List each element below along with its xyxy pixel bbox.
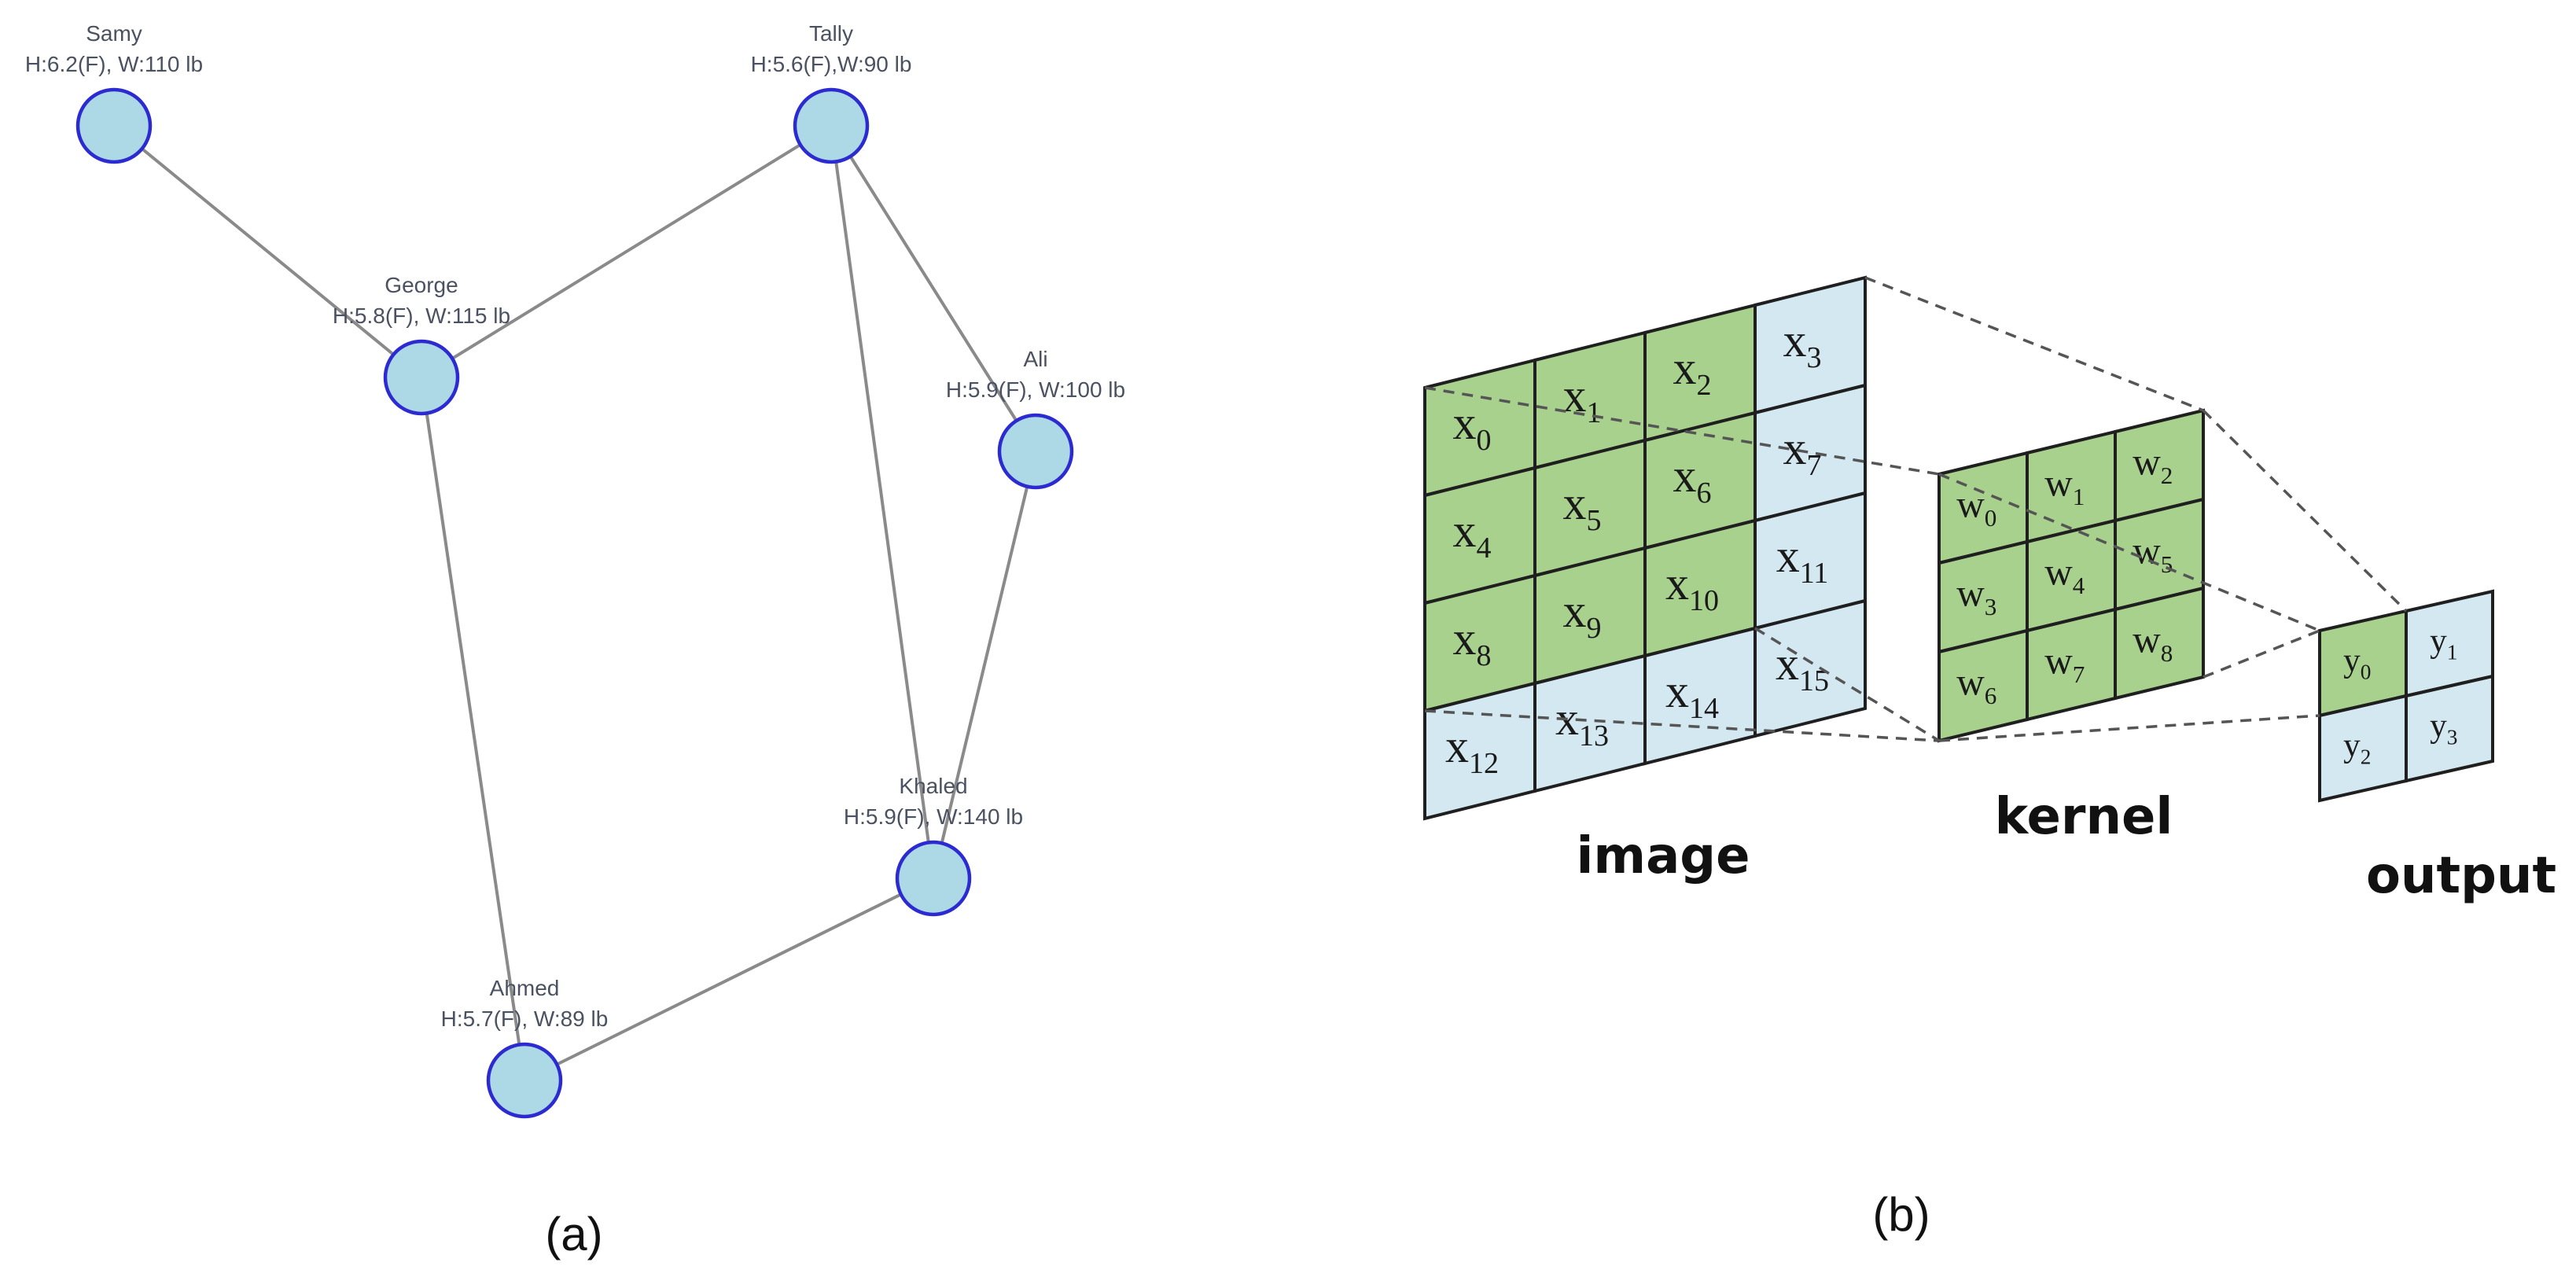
- image-cell-label-6: x6: [1673, 450, 1712, 510]
- output-cell-0: y0: [2318, 609, 2408, 718]
- image-cell-6: x6: [1643, 410, 1757, 550]
- kernel-cell-label-6: w6: [1956, 660, 1996, 708]
- node-name-george: George: [385, 273, 458, 297]
- edge-tally-khaled: [830, 125, 935, 879]
- image-cell-bg-15: [1754, 598, 1867, 738]
- kernel-cell-label-4: w4: [2044, 550, 2085, 598]
- graph-edges: [112, 124, 1037, 1082]
- panel-label-a: (a): [545, 1208, 602, 1260]
- edge-george-tally: [420, 124, 833, 379]
- output-grid: y0 y1 y2 y3: [2318, 589, 2494, 803]
- output-cell-label-2: y2: [2343, 727, 2371, 769]
- kernel-cell-label-7: w7: [2044, 638, 2085, 687]
- projection-line-2: [1754, 627, 1940, 742]
- image-cell-9: x9: [1533, 546, 1647, 686]
- output-label: output: [2366, 847, 2556, 905]
- node-circle-george: [383, 339, 460, 416]
- node-circle-tally: [793, 87, 870, 164]
- output-cell-bg-3: [2405, 674, 2494, 783]
- output-cell-label-3: y3: [2430, 708, 2457, 749]
- image-cell-label-8: x8: [1453, 613, 1492, 672]
- projection-line-1: [1864, 276, 2204, 412]
- node-attr-khaled: H:5.9(F), W:140 lb: [844, 804, 1023, 829]
- projection-line-0: [1424, 386, 1940, 476]
- image-cell-15: x15: [1754, 598, 1867, 738]
- image-cell-label-0: x0: [1453, 397, 1492, 457]
- node-attr-ahmed: H:5.7(F), W:89 lb: [441, 1007, 609, 1031]
- kernel-cell-label-0: w0: [1956, 482, 1996, 531]
- node-name-samy: Samy: [86, 21, 142, 46]
- edge-samy-george: [112, 124, 423, 379]
- panel-label-b: (b): [1872, 1188, 1930, 1241]
- image-label: image: [1576, 827, 1750, 885]
- image-cell-label-11: x11: [1776, 530, 1829, 590]
- edge-george-ahmed: [420, 377, 526, 1081]
- kernel-cell-1: w1: [2026, 429, 2117, 544]
- kernel-cell-6: w6: [1938, 628, 2029, 743]
- kernel-cell-label-2: w2: [2133, 440, 2173, 488]
- edge-khaled-ahmed: [524, 877, 934, 1082]
- projection-line-4: [2202, 409, 2408, 613]
- image-cell-12: x12: [1423, 681, 1536, 821]
- image-cell-label-14: x14: [1665, 665, 1719, 725]
- projection-line-3: [1424, 709, 1940, 742]
- node-attr-tally: H:5.6(F),W:90 lb: [751, 52, 912, 76]
- kernel-cell-label-8: w8: [2133, 617, 2173, 666]
- image-cell-10: x10: [1643, 518, 1757, 658]
- node-name-ahmed: Ahmed: [490, 976, 560, 1000]
- image-cell-label-12: x12: [1445, 720, 1499, 780]
- kernel-label: kernel: [1995, 788, 2173, 846]
- node-name-ali: Ali: [1023, 347, 1047, 371]
- output-cell-2: y2: [2318, 694, 2408, 803]
- image-cell-2: x2: [1643, 303, 1757, 443]
- image-cell-label-10: x10: [1665, 558, 1719, 617]
- kernel-cell-8: w8: [2114, 586, 2205, 701]
- image-cell-label-3: x3: [1783, 315, 1822, 374]
- node-circle-khaled: [895, 840, 972, 917]
- node-attr-ali: H:5.9(F), W:100 lb: [946, 377, 1125, 402]
- node-circle-ahmed: [486, 1042, 563, 1119]
- image-cell-label-9: x9: [1563, 585, 1602, 645]
- edge-ali-khaled: [932, 451, 1037, 879]
- output-cell-label-0: y0: [2343, 642, 2371, 684]
- image-cell-label-5: x5: [1563, 477, 1602, 537]
- output-cell-label-1: y1: [2430, 623, 2457, 664]
- kernel-cell-label-3: w3: [1956, 571, 1996, 620]
- image-cell-5: x5: [1533, 438, 1647, 578]
- output-cell-3: y3: [2405, 674, 2494, 783]
- kernel-cell-4: w4: [2026, 518, 2117, 633]
- node-circle-samy: [75, 87, 153, 164]
- projection-line-7: [1938, 714, 2320, 742]
- node-name-khaled: Khaled: [899, 774, 967, 798]
- node-circle-ali: [997, 413, 1074, 490]
- projection-line-6: [2202, 629, 2320, 679]
- node-name-tally: Tally: [809, 21, 853, 46]
- projection-line-5: [1938, 473, 2320, 632]
- image-cell-label-4: x4: [1453, 505, 1492, 565]
- kernel-cell-3: w3: [1938, 539, 2029, 654]
- node-attr-samy: H:6.2(F), W:110 lb: [25, 52, 203, 76]
- kernel-cell-7: w7: [2026, 607, 2117, 722]
- edge-tally-ali: [830, 124, 1037, 453]
- projection-lines: [1424, 276, 2408, 742]
- kernel-cell-label-1: w1: [2044, 461, 2085, 510]
- output-cell-1: y1: [2405, 589, 2494, 698]
- image-cell-label-2: x2: [1673, 342, 1712, 402]
- node-attr-george: H:5.8(F), W:115 lb: [333, 304, 510, 328]
- image-cell-3: x3: [1754, 275, 1867, 415]
- image-cell-11: x11: [1754, 491, 1867, 631]
